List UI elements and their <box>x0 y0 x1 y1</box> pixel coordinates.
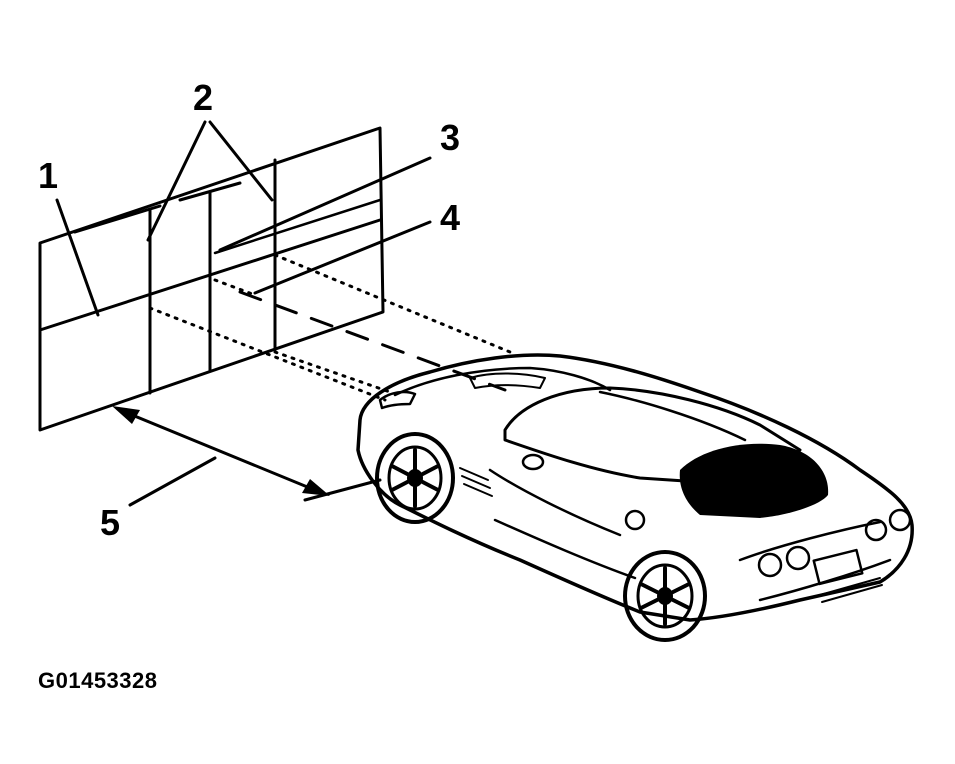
callout-5: 5 <box>100 502 120 543</box>
hood-vent <box>469 372 546 389</box>
callout-1: 1 <box>38 155 58 196</box>
leader-5 <box>128 456 217 507</box>
distance-arrow <box>112 406 382 502</box>
car-cabin <box>503 386 802 484</box>
fuel-door <box>624 509 646 531</box>
door-line <box>488 468 637 580</box>
exhaust <box>819 577 883 603</box>
dotted-beam-left <box>148 306 387 402</box>
leader-lines <box>55 120 432 507</box>
leader-4 <box>253 220 432 295</box>
callout-labels: 1 2 3 4 5 <box>38 77 460 543</box>
rear-wheel <box>623 550 707 642</box>
aiming-wall <box>38 126 385 432</box>
tail-lights <box>757 508 912 578</box>
callout-3: 3 <box>440 117 460 158</box>
roof-line <box>598 390 747 442</box>
car-hood <box>393 366 612 397</box>
dotted-beam-right <box>273 253 512 354</box>
distance-arrow-shaft <box>118 408 324 495</box>
upper-line-seg-a <box>73 204 162 234</box>
leader-3 <box>218 156 432 252</box>
vehicle <box>356 353 914 642</box>
leader-1 <box>55 198 100 317</box>
car-body <box>356 353 914 622</box>
dotted-beam-center <box>213 278 257 297</box>
side-mirror <box>521 453 545 471</box>
distance-extension-line <box>303 478 382 502</box>
callout-2: 2 <box>193 77 213 118</box>
distance-arrowhead-left <box>112 406 140 424</box>
rear-window <box>679 443 829 518</box>
vehicle-centerline <box>238 290 507 392</box>
license-plate <box>812 548 864 586</box>
headlamp <box>378 390 417 410</box>
distance-arrowhead-right <box>302 479 330 496</box>
callout-4: 4 <box>440 197 460 238</box>
wall-outline <box>38 126 385 432</box>
lamp-line <box>213 198 382 255</box>
leader-2a <box>146 120 207 242</box>
figure-id: G01453328 <box>38 668 158 693</box>
side-vents <box>459 467 493 497</box>
front-wheel <box>375 432 455 524</box>
dotted-beam-lower <box>273 350 392 394</box>
leader-2b <box>208 120 274 202</box>
